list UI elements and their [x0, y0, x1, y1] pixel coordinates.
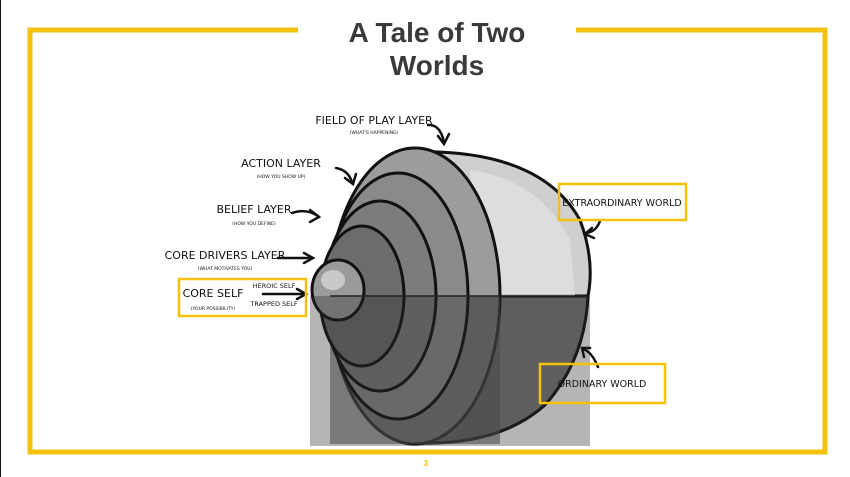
arrows: [261, 123, 602, 369]
heroic-self-label: HEROIC SELF: [253, 282, 296, 290]
field-of-play-label: FIELD OF PLAY LAYER: [315, 114, 433, 127]
sphere: [310, 146, 592, 446]
core-self-label: CORE SELF: [183, 287, 244, 300]
core-self-sphere: [310, 258, 366, 322]
extraordinary-world-label: EXTRAORDINARY WORLD: [562, 198, 681, 209]
arrow-action: [334, 166, 354, 184]
ordinary-world-label: ORDINARY WORLD: [558, 379, 647, 390]
core-drivers-sub: (WHAT MOTIVATES YOU): [198, 266, 253, 272]
arrow-field-of-play: [426, 123, 446, 144]
ordinary-world-box: [538, 362, 667, 405]
action-sub: (HOW YOU SHOW UP): [257, 174, 306, 180]
extraordinary-world-box: [557, 182, 688, 222]
core-self-sub: (YOUR POSSIBILITY): [191, 306, 236, 312]
field-of-play-sub: (WHAT'S HAPPENING): [350, 130, 399, 136]
page-number: 3: [423, 459, 429, 468]
core-self-box: [177, 277, 308, 318]
trapped-self-label: TRAPPED SELF: [249, 300, 298, 308]
belief-label: BELIEF LAYER: [216, 203, 291, 216]
action-label: ACTION LAYER: [241, 157, 321, 170]
yellow-frame: [27, 27, 828, 455]
left-edge-line: [0, 0, 1, 477]
core-drivers-label: CORE DRIVERS LAYER: [165, 249, 286, 262]
slide-title: A Tale of Two Worlds: [298, 16, 576, 82]
belief-sub: (HOW YOU DEFINE): [232, 221, 276, 227]
